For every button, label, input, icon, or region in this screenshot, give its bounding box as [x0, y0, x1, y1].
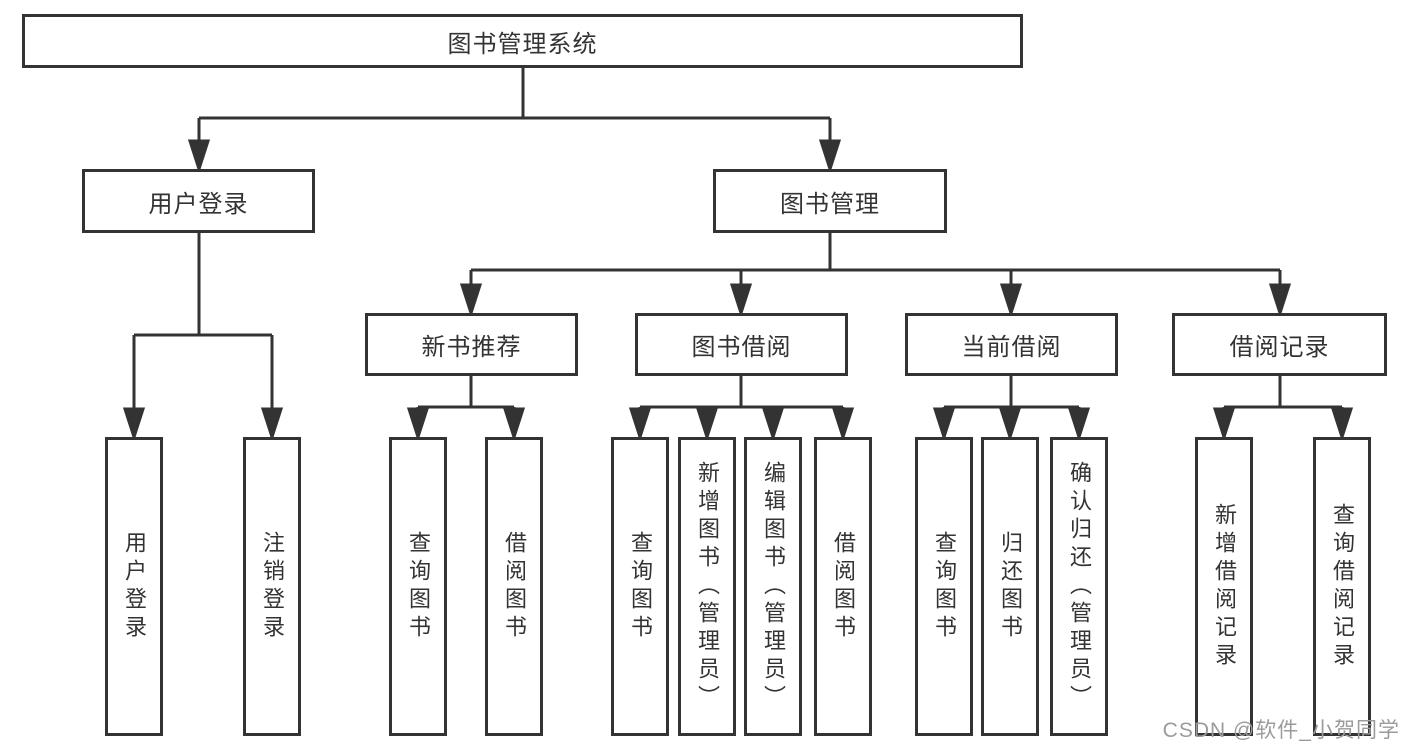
- arrow-down-icon: [122, 407, 146, 442]
- connector-book-borrow-children: [628, 376, 855, 442]
- leaf-query-borrow-record: 查询借阅记录: [1313, 437, 1371, 736]
- node-new-book-recommend: 新书推荐: [365, 313, 578, 376]
- leaf-user-login: 用户登录: [105, 437, 163, 736]
- node-borrow-records: 借阅记录: [1172, 313, 1387, 376]
- leaf-query-books-current: 查询图书: [915, 437, 973, 736]
- arrow-down-icon: [695, 407, 719, 442]
- arrow-down-icon: [502, 407, 526, 442]
- arrow-down-icon: [1330, 407, 1354, 442]
- connector-book-mgmt-to-sections: [459, 233, 1292, 318]
- node-book-borrowing: 图书借阅: [635, 313, 848, 376]
- connector-current-borrow-children: [932, 376, 1091, 442]
- leaf-query-books-borrow: 查询图书: [611, 437, 669, 736]
- arrow-down-icon: [1268, 283, 1292, 318]
- arrow-down-icon: [1212, 407, 1236, 442]
- node-book-management: 图书管理: [713, 169, 947, 233]
- node-root-system: 图书管理系统: [22, 14, 1023, 68]
- node-current-borrowing: 当前借阅: [905, 313, 1118, 376]
- leaf-add-books-admin: 新增图书（管理员）: [678, 437, 736, 736]
- arrow-down-icon: [729, 283, 753, 318]
- arrow-down-icon: [459, 283, 483, 318]
- leaf-query-books-recommend: 查询图书: [389, 437, 447, 736]
- leaf-borrow-books-recommend: 借阅图书: [485, 437, 543, 736]
- leaf-add-borrow-record: 新增借阅记录: [1195, 437, 1253, 736]
- csdn-watermark: CSDN @软件_小贺同学: [1162, 719, 1400, 742]
- connector-new-books-children: [406, 376, 526, 442]
- arrow-down-icon: [818, 139, 842, 174]
- connector-root-to-level2: [187, 68, 842, 174]
- leaf-edit-books-admin: 编辑图书（管理员）: [744, 437, 802, 736]
- leaf-confirm-return-admin: 确认归还（管理员）: [1050, 437, 1108, 736]
- leaf-return-books: 归还图书: [981, 437, 1039, 736]
- leaf-logout: 注销登录: [243, 437, 301, 736]
- connector-user-login-children: [122, 233, 284, 442]
- arrow-down-icon: [831, 407, 855, 442]
- connector-borrow-records-children: [1212, 376, 1354, 442]
- arrow-down-icon: [932, 407, 956, 442]
- arrow-down-icon: [187, 139, 211, 174]
- arrow-down-icon: [406, 407, 430, 442]
- arrow-down-icon: [628, 407, 652, 442]
- arrow-down-icon: [761, 407, 785, 442]
- arrow-down-icon: [998, 407, 1022, 442]
- arrow-down-icon: [260, 407, 284, 442]
- leaf-borrow-books: 借阅图书: [814, 437, 872, 736]
- arrow-down-icon: [1067, 407, 1091, 442]
- arrow-down-icon: [999, 283, 1023, 318]
- node-user-login: 用户登录: [82, 169, 315, 233]
